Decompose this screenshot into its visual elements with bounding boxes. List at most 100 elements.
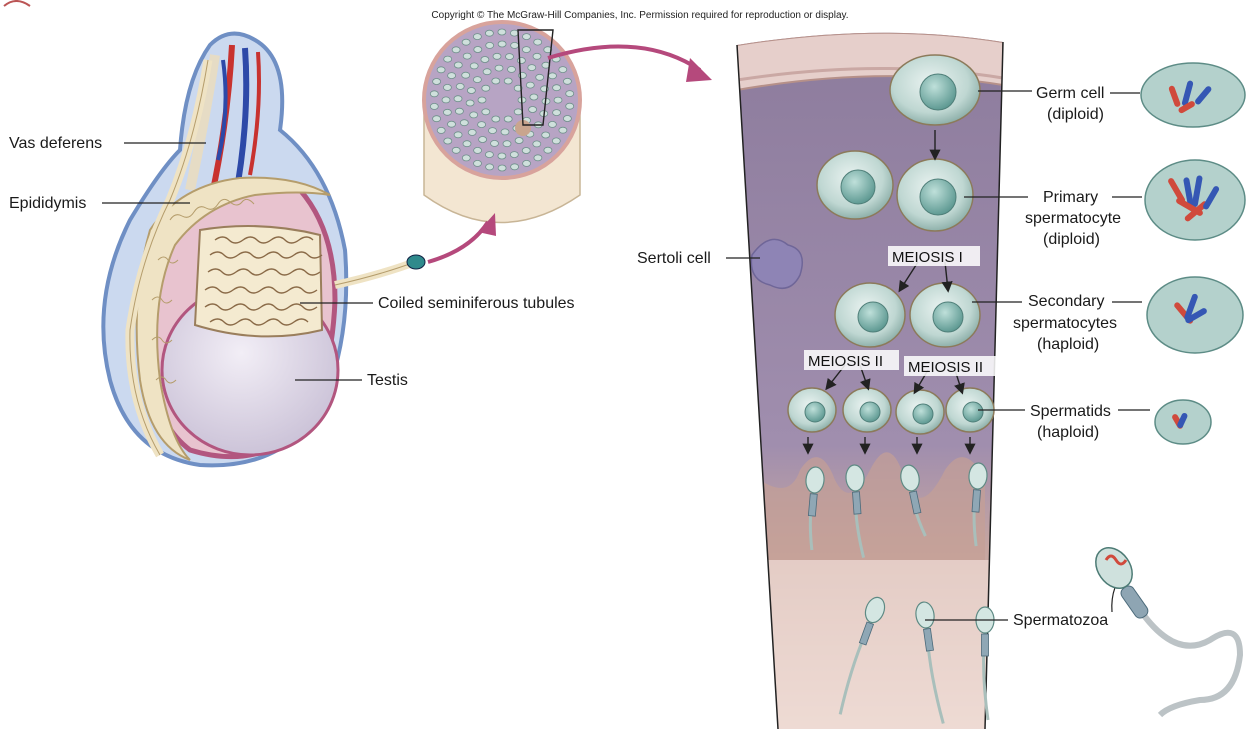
label-testis: Testis: [367, 372, 408, 389]
spermatid-3: [896, 390, 944, 434]
tubule-cell-dot: [498, 41, 506, 47]
label-vas-deferens: Vas deferens: [9, 135, 102, 152]
tubule-cell-dot: [473, 34, 481, 40]
chromosome-details: [1088, 63, 1245, 715]
tubule-cell-dot: [470, 63, 478, 69]
tubule-cell-dot: [506, 54, 514, 60]
secondary-spermatocyte-right: [910, 283, 980, 347]
tubule-cell-dot: [542, 132, 550, 138]
tubule-cell-dot: [503, 141, 511, 147]
tubule-cell-dot: [553, 85, 561, 91]
tubule-cell-dot: [552, 138, 560, 144]
tubule-cell-dot: [456, 83, 464, 89]
tubule-cell-dot: [468, 129, 476, 135]
label-spermatozoa: Spermatozoa: [1013, 612, 1108, 629]
tubule-cell-dot: [549, 73, 557, 79]
label-meiosis-1: MEIOSIS I: [892, 249, 963, 266]
tubule-cell-dot: [510, 152, 518, 158]
spermatozoon-detail-tail: [1140, 610, 1240, 715]
tubule-cell-dot: [514, 109, 522, 115]
tubule-cross-section: [424, 22, 580, 223]
tubule-cell-dot: [563, 116, 571, 122]
tubule-cell-dot: [522, 148, 530, 154]
primary-spermatocyte-nucleus: [920, 179, 956, 215]
tubule-cell-dot: [489, 128, 497, 134]
label-meiosis-2a: MEIOSIS II: [808, 353, 883, 370]
tubule-cell-dot: [473, 77, 481, 83]
tubule-cell-dot: [437, 127, 445, 133]
tubule-cell-dot: [553, 110, 561, 116]
germ-cell: [890, 55, 980, 125]
spermatid-detail: [1155, 400, 1211, 444]
tubule-cell-dot: [452, 47, 460, 53]
tubule-cell-dot: [498, 29, 506, 35]
label-secondary-ploidy: (haploid): [1037, 336, 1099, 353]
spermatid-3-nucleus: [913, 404, 933, 424]
developing-sperm-1-midpiece: [808, 494, 817, 517]
label-primary-ploidy: (diploid): [1043, 231, 1100, 248]
primary-spermatocyte-left-nucleus: [841, 170, 875, 204]
tubule-cell-dot: [442, 97, 450, 103]
tubule-cell-dot: [515, 138, 523, 144]
tubule-cell-dot: [508, 66, 516, 72]
tubule-cell-dot: [523, 34, 531, 40]
tubule-cell-dot: [455, 108, 463, 114]
label-spermatids: Spermatids: [1030, 403, 1111, 420]
tubule-cell-dot: [462, 39, 470, 45]
germ-cell-detail: [1141, 63, 1245, 127]
spermatid-2-nucleus: [860, 402, 880, 422]
tubule-cell-dot: [430, 91, 438, 97]
tubule-cell-dot: [430, 103, 438, 109]
label-sertoli-cell: Sertoli cell: [637, 250, 711, 267]
tubule-cell-dot: [485, 30, 493, 36]
tubule-cell-dot: [483, 69, 491, 75]
label-secondary-1: Secondary: [1028, 293, 1105, 310]
tubule-cell-dot: [554, 97, 562, 103]
tubule-cell-dot: [486, 164, 494, 170]
tubule-cell-dot: [533, 53, 541, 59]
tubule-cell-dot: [511, 42, 519, 48]
tubule-cell-dot: [522, 47, 530, 53]
tubule-cell-dot: [466, 100, 474, 106]
tubule-cell-dot: [501, 129, 509, 135]
label-primary-2: spermatocyte: [1025, 210, 1121, 227]
copyright-notice: Copyright © The McGraw-Hill Companies, I…: [431, 10, 848, 21]
tubule-cell-dot: [492, 116, 500, 122]
tubule-cell-dot: [479, 137, 487, 143]
tubule-cell-dot: [463, 53, 471, 59]
tubule-cell-dot: [462, 72, 470, 78]
tubule-cell-dot: [448, 121, 456, 127]
tubule-cell-dot: [544, 147, 552, 153]
label-coiled-tubules: Coiled seminiferous tubules: [378, 295, 575, 312]
tubule-cell-dot: [559, 67, 567, 73]
tubule-cell-dot: [566, 103, 574, 109]
tubule-cell-dot: [470, 112, 478, 118]
tubule-cell-dot: [467, 88, 475, 94]
tubule-cell-dot: [548, 121, 556, 127]
tubule-cell-dot: [452, 147, 460, 153]
spermatid-1: [788, 388, 836, 432]
tubule-cell-dot: [559, 127, 567, 133]
tubule-cell-dot: [478, 97, 486, 103]
tubule-cell-dot: [536, 74, 544, 80]
primary-spermatocyte-detail: [1145, 160, 1245, 240]
tubule-cell-dot: [491, 140, 499, 146]
tubule-cell-dot: [566, 91, 574, 97]
spermatozoon-3-midpiece: [982, 634, 989, 656]
tubule-cell-dot: [533, 141, 541, 147]
tubule-cell-dot: [443, 84, 451, 90]
tubule-cell-dot: [511, 164, 519, 170]
tubule-cell-dot: [433, 116, 441, 122]
tubule-cell-dot: [510, 30, 518, 36]
tubule-cell-dot: [528, 65, 536, 71]
tubule-cell-dot: [534, 155, 542, 161]
tubule-cell-dot: [474, 147, 482, 153]
tubule-cell-dot: [504, 78, 512, 84]
tubule-cell-dot: [534, 39, 542, 45]
tubule-cell-dot: [437, 67, 445, 73]
spermatid-4-nucleus: [963, 402, 983, 422]
tubule-cell-dot: [485, 152, 493, 158]
tubule-cell-dot: [493, 53, 501, 59]
publisher-logo: [4, 1, 30, 6]
tubule-cell-dot: [492, 78, 500, 84]
